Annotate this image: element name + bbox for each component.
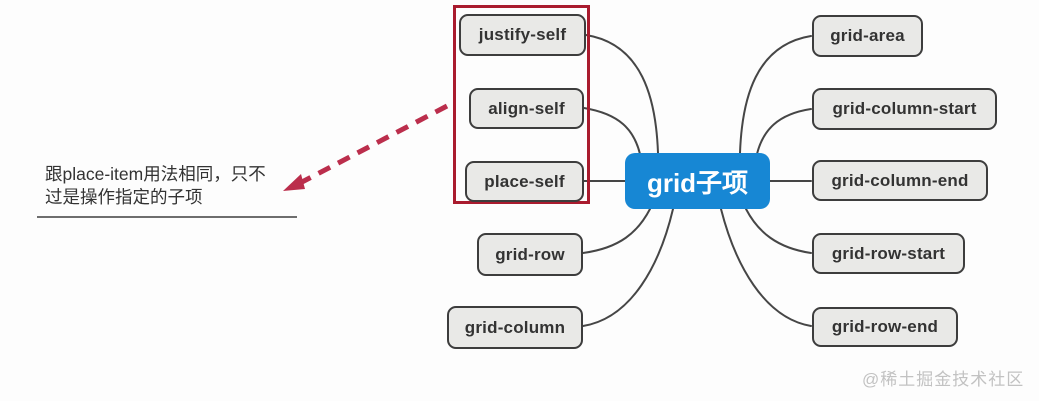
node-align-self: align-self: [469, 88, 584, 129]
node-grid-row-start: grid-row-start: [812, 233, 965, 274]
connector-align-self: [583, 107, 641, 155]
node-grid-column: grid-column: [447, 306, 583, 349]
annotation-underline: [37, 216, 297, 218]
annotation-line-1: 跟place-item用法相同，只不: [45, 164, 266, 184]
node-grid-column-start: grid-column-start: [812, 88, 997, 130]
annotation-arrow: [283, 103, 449, 191]
node-grid-area: grid-area: [812, 15, 923, 57]
connector-grid-column: [582, 208, 674, 327]
annotation-line-2: 过是操作指定的子项: [45, 187, 203, 207]
connector-grid-row-start: [745, 208, 812, 254]
connector-grid-row: [582, 208, 651, 254]
node-justify-self: justify-self: [459, 14, 586, 56]
connector-grid-row-end: [720, 208, 812, 327]
annotation-text: 跟place-item用法相同，只不 过是操作指定的子项: [45, 163, 335, 209]
connector-grid-area: [739, 35, 812, 154]
connector-justify-self: [585, 34, 659, 154]
node-grid-row: grid-row: [477, 233, 583, 276]
watermark: @稀土掘金技术社区: [862, 370, 1025, 389]
root-node-grid-child: grid子项: [625, 153, 770, 209]
node-grid-column-end: grid-column-end: [812, 160, 988, 201]
node-place-self: place-self: [465, 161, 584, 202]
connector-grid-column-start: [756, 108, 812, 155]
node-grid-row-end: grid-row-end: [812, 307, 958, 347]
